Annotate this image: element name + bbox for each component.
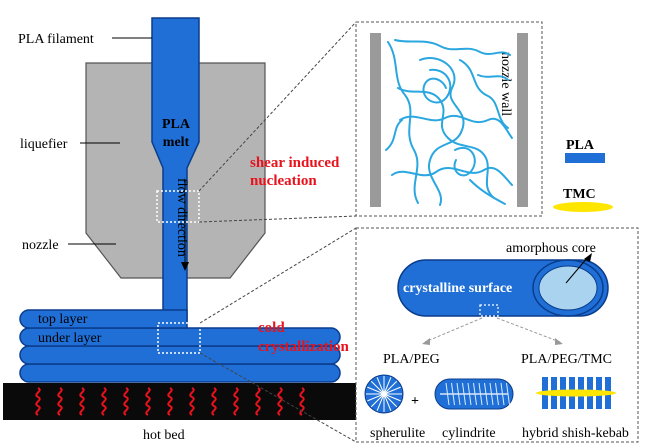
arrow-head-right	[555, 338, 563, 345]
cylindrite-lamella	[467, 382, 472, 406]
pla-peg-label: PLA/PEG	[383, 352, 440, 367]
cylindrite-label: cylindrite	[442, 426, 496, 441]
spherulite-ray	[367, 386, 385, 395]
cylindrite-lamella	[500, 382, 505, 406]
spherulite-ray	[383, 393, 398, 408]
crystallization-label: crystallization	[258, 339, 349, 355]
shear-zone-box	[156, 190, 200, 223]
cylindrite-lamella	[489, 382, 494, 406]
heat-wave	[79, 387, 85, 416]
hot-bed-label: hot bed	[143, 428, 185, 443]
polymer-chains	[385, 39, 513, 206]
heat-wave	[277, 387, 283, 416]
layer-interface-box	[157, 322, 201, 354]
cylindrite-icon	[434, 378, 514, 410]
legend-tmc-label: TMC	[563, 187, 596, 202]
spherulite-ray	[370, 393, 385, 408]
spherulite-ray	[383, 393, 401, 402]
morphology-arrows	[424, 317, 561, 343]
heat-wave	[101, 387, 107, 416]
spherulite-ray	[383, 393, 392, 411]
layer-4	[19, 363, 341, 383]
spherulite-ray	[367, 393, 385, 402]
cylindrite-lamella	[456, 382, 461, 406]
nozzle-label: nozzle	[22, 238, 59, 253]
deposited-layers	[19, 309, 341, 383]
spherulite-ray	[376, 393, 385, 411]
nozzle-wall-right	[517, 33, 528, 207]
detail-box	[479, 304, 499, 317]
heat-wave	[145, 387, 151, 416]
cylindrite-lamella	[445, 382, 450, 406]
flow-direction-arrow	[181, 180, 189, 271]
shish-core	[536, 389, 616, 397]
pla-melt-label-1: PLA	[162, 117, 191, 132]
top-layer	[19, 309, 188, 329]
cylindrite-lamella	[451, 382, 455, 406]
heat-wave	[123, 387, 129, 416]
cylindrite-lamella	[473, 382, 477, 406]
spherulite-label: spherulite	[370, 426, 425, 441]
plus-sign: +	[411, 394, 419, 409]
pla-peg-tmc-label: PLA/PEG/TMC	[521, 352, 612, 367]
legend-pla-swatch	[565, 153, 605, 163]
under-layer-label: under layer	[38, 331, 102, 346]
spherulite-ray	[376, 377, 385, 395]
spherulite-icon	[364, 374, 404, 414]
heat-wave	[211, 387, 217, 416]
heat-waves	[35, 387, 305, 416]
heat-wave	[167, 387, 173, 416]
shish-kebab-icon	[536, 377, 616, 409]
heat-wave	[233, 387, 239, 416]
filament-cross-section	[397, 259, 609, 317]
cylindrite-lamella	[506, 382, 510, 406]
nozzle-wall-label: nozzle wall	[498, 52, 513, 116]
heat-wave	[57, 387, 63, 416]
heat-wave	[299, 387, 305, 416]
cylindrite-lamella	[484, 382, 488, 406]
legend-pla-label: PLA	[566, 138, 595, 153]
nozzle-wall-left	[370, 33, 381, 207]
hot-bed	[3, 383, 361, 420]
spherulite-ray	[383, 380, 398, 395]
crystalline-surface-label: crystalline surface	[403, 281, 512, 296]
top-layer-label: top layer	[38, 312, 88, 327]
legend-tmc-swatch	[553, 202, 613, 212]
shear-zoom-panel	[355, 21, 543, 217]
amorphous-core-pointer	[565, 253, 592, 284]
shear-induced-label: shear induced	[250, 155, 340, 171]
spherulite-ray	[383, 377, 392, 395]
flow-direction-label: flow direction	[174, 178, 189, 257]
zoom-connectors	[198, 21, 357, 443]
heat-wave	[189, 387, 195, 416]
heat-wave	[35, 387, 41, 416]
left-label-leaders	[68, 37, 152, 245]
amorphous-core	[538, 265, 598, 311]
liquefier-label: liquefier	[20, 137, 68, 152]
arrow-head-left	[422, 338, 430, 345]
cold-label: cold	[258, 320, 285, 336]
hybrid-shish-kebab-label: hybrid shish-kebab	[522, 426, 629, 441]
spherulite-ray	[383, 386, 401, 395]
spherulite-ray	[370, 380, 385, 395]
pla-filament-label: PLA filament	[18, 32, 94, 47]
cylindrite-lamella	[478, 382, 483, 406]
heat-wave	[255, 387, 261, 416]
cylindrite-lamella	[462, 382, 466, 406]
nucleation-label: nucleation	[250, 173, 317, 189]
cylindrite-lamella	[495, 382, 499, 406]
amorphous-core-label: amorphous core	[506, 241, 596, 256]
pla-melt-label-2: melt	[163, 135, 190, 150]
